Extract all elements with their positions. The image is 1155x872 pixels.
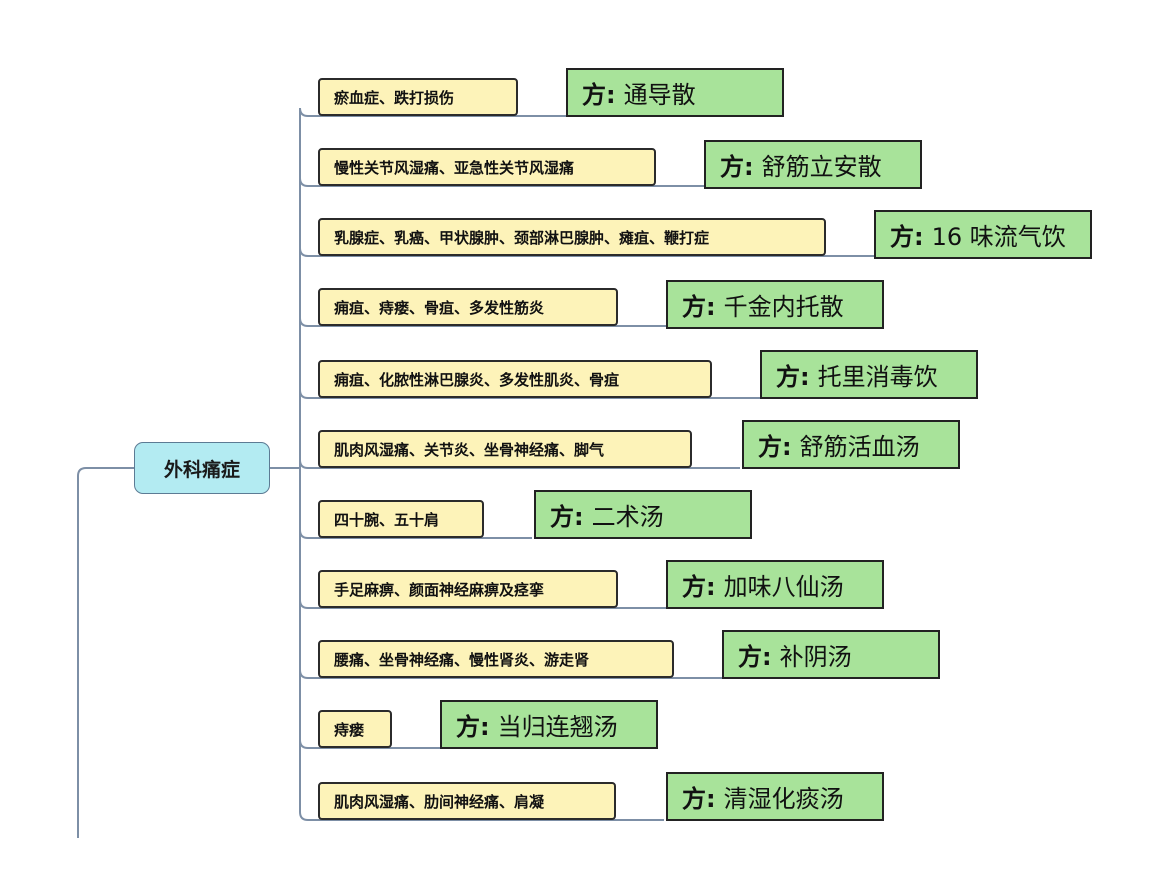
- condition-label: 痈疽、化脓性淋巴腺炎、多发性肌炎、骨疽: [334, 370, 620, 389]
- condition-label: 瘀血症、跌打损伤: [334, 88, 455, 107]
- formula-prefix: 方:: [682, 293, 716, 321]
- formula-box[interactable]: 方:千金内托散: [666, 280, 884, 329]
- condition-label: 乳腺症、乳癌、甲状腺肿、颈部淋巴腺肿、瘫疽、鞭打症: [334, 228, 710, 247]
- condition-node[interactable]: 瘀血症、跌打损伤: [318, 78, 518, 116]
- condition-node[interactable]: 手足麻痹、颜面神经麻痹及痉挛: [318, 570, 618, 608]
- formula-prefix: 方:: [456, 713, 490, 741]
- formula-box[interactable]: 方:托里消毒饮: [760, 350, 978, 399]
- formula-box[interactable]: 方:加味八仙汤: [666, 560, 884, 609]
- condition-node[interactable]: 乳腺症、乳癌、甲状腺肿、颈部淋巴腺肿、瘫疽、鞭打症: [318, 218, 826, 256]
- formula-name: 补阴汤: [779, 643, 852, 671]
- formula-name: 加味八仙汤: [723, 573, 844, 601]
- condition-label: 肌肉风湿痛、关节炎、坐骨神经痛、脚气: [334, 440, 605, 459]
- condition-label: 肌肉风湿痛、肋间神经痛、肩凝: [334, 792, 545, 811]
- formula-name: 清湿化痰汤: [723, 785, 844, 813]
- formula-prefix: 方:: [890, 223, 924, 251]
- formula-name: 千金内托散: [723, 293, 844, 321]
- formula-name: 舒筋活血汤: [799, 433, 920, 461]
- formula-prefix: 方:: [738, 643, 772, 671]
- formula-name: 16 味流气饮: [931, 223, 1066, 251]
- formula-name: 二术汤: [591, 503, 664, 531]
- branch-connector: [299, 811, 664, 821]
- condition-label: 手足麻痹、颜面神经麻痹及痉挛: [334, 580, 545, 599]
- formula-box[interactable]: 方:16 味流气饮: [874, 210, 1092, 259]
- root-node[interactable]: 外科痛症: [134, 442, 270, 494]
- formula-box[interactable]: 方:二术汤: [534, 490, 752, 539]
- condition-label: 腰痛、坐骨神经痛、慢性肾炎、游走肾: [334, 650, 590, 669]
- formula-prefix: 方:: [720, 153, 754, 181]
- formula-prefix: 方:: [682, 573, 716, 601]
- formula-prefix: 方:: [582, 81, 616, 109]
- formula-name: 当归连翘汤: [497, 713, 618, 741]
- condition-node[interactable]: 痈疽、化脓性淋巴腺炎、多发性肌炎、骨疽: [318, 360, 712, 398]
- condition-node[interactable]: 肌肉风湿痛、肋间神经痛、肩凝: [318, 782, 616, 820]
- formula-prefix: 方:: [550, 503, 584, 531]
- condition-node[interactable]: 痈疽、痔瘘、骨疽、多发性筋炎: [318, 288, 618, 326]
- condition-node[interactable]: 腰痛、坐骨神经痛、慢性肾炎、游走肾: [318, 640, 674, 678]
- parent-connector: [77, 467, 134, 838]
- condition-node[interactable]: 肌肉风湿痛、关节炎、坐骨神经痛、脚气: [318, 430, 692, 468]
- formula-box[interactable]: 方:清湿化痰汤: [666, 772, 884, 821]
- formula-name: 托里消毒饮: [817, 363, 938, 391]
- formula-name: 舒筋立安散: [761, 153, 882, 181]
- condition-node[interactable]: 四十腕、五十肩: [318, 500, 484, 538]
- formula-box[interactable]: 方:当归连翘汤: [440, 700, 658, 749]
- condition-label: 慢性关节风湿痛、亚急性关节风湿痛: [334, 158, 575, 177]
- formula-prefix: 方:: [758, 433, 792, 461]
- condition-node[interactable]: 痔瘘: [318, 710, 392, 748]
- formula-box[interactable]: 方:补阴汤: [722, 630, 940, 679]
- formula-box[interactable]: 方:舒筋立安散: [704, 140, 922, 189]
- formula-box[interactable]: 方:舒筋活血汤: [742, 420, 960, 469]
- condition-label: 四十腕、五十肩: [334, 510, 440, 529]
- root-label: 外科痛症: [163, 458, 240, 481]
- condition-label: 痔瘘: [334, 720, 365, 739]
- formula-prefix: 方:: [682, 785, 716, 813]
- formula-prefix: 方:: [776, 363, 810, 391]
- condition-label: 痈疽、痔瘘、骨疽、多发性筋炎: [334, 298, 545, 317]
- condition-node[interactable]: 慢性关节风湿痛、亚急性关节风湿痛: [318, 148, 656, 186]
- formula-box[interactable]: 方:通导散: [566, 68, 784, 117]
- formula-name: 通导散: [623, 81, 696, 109]
